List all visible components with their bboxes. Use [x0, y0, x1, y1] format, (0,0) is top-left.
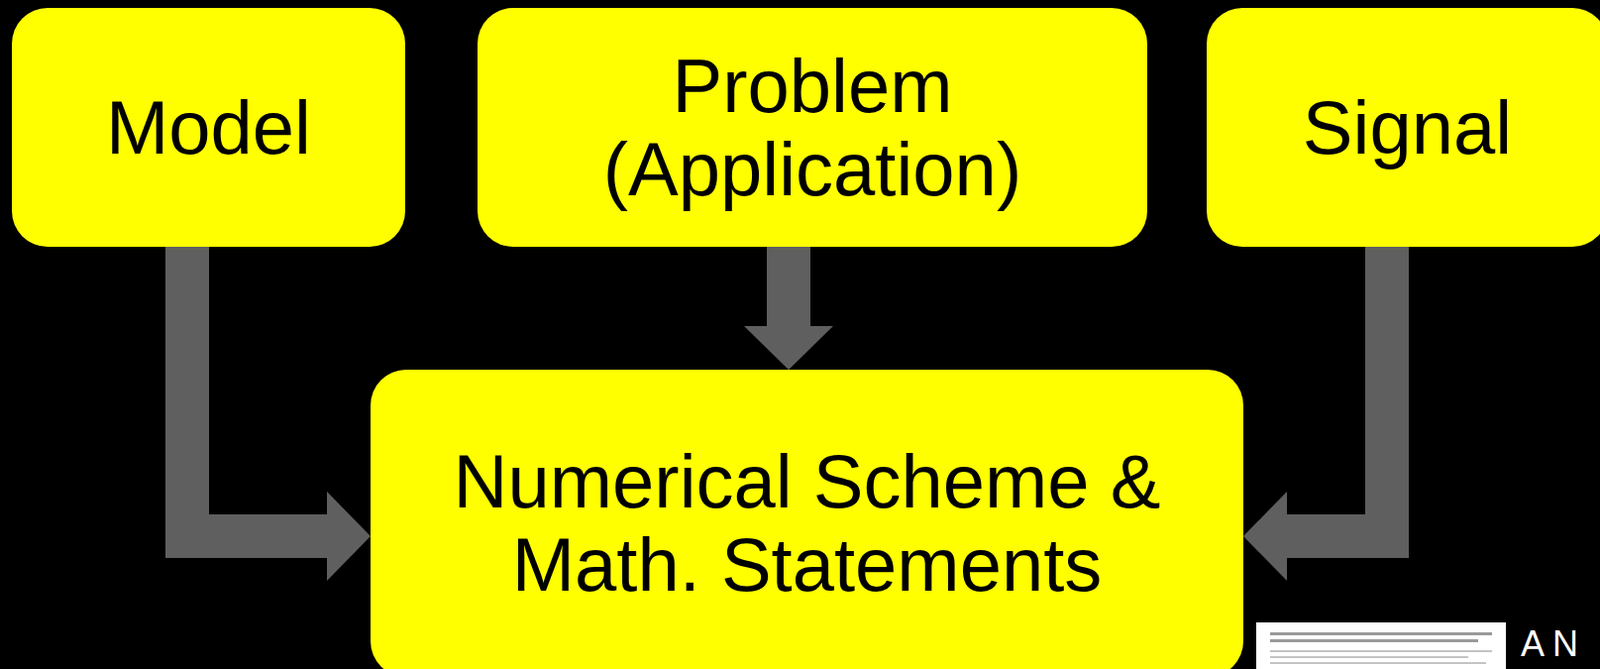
arrow-shaft [766, 246, 811, 328]
flow-arrow [1243, 245, 1387, 581]
arrow-head [326, 491, 371, 581]
arrow-shaft [1284, 245, 1387, 536]
thumbnail-line [1270, 661, 1487, 664]
box-label: Numerical Scheme & Math. Statements [411, 439, 1204, 606]
box-label: Model [106, 86, 312, 170]
flow-arrow [187, 245, 371, 581]
box-label: Problem (Application) [505, 44, 1120, 211]
process-box: Numerical Scheme & Math. Statements [370, 369, 1244, 669]
arrow-shaft [187, 245, 329, 536]
arrow-head [744, 325, 834, 370]
box-label: Signal [1302, 86, 1512, 170]
thumbnail-page [1256, 622, 1506, 669]
flow-arrow [744, 246, 834, 370]
thumbnail-line [1270, 649, 1493, 652]
thumbnail-line [1270, 655, 1469, 658]
process-box: Problem (Application) [477, 7, 1148, 247]
process-box: Model [11, 7, 406, 247]
arrow-head [1243, 491, 1287, 581]
thumbnail-line [1270, 632, 1493, 636]
thumbnail-line [1270, 639, 1479, 642]
document-thumbnail [1256, 622, 1506, 669]
process-box: Signal [1206, 7, 1600, 247]
cut-off-label: A N [1520, 626, 1579, 662]
